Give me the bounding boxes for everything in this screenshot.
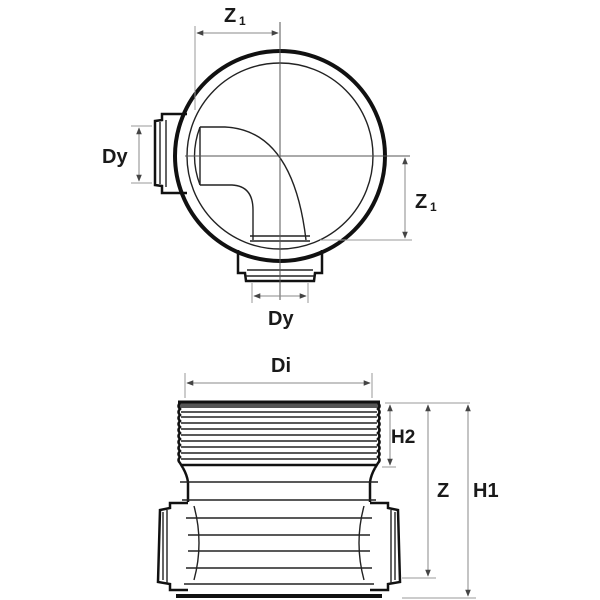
elbow-fitting xyxy=(193,126,310,242)
dimension-dy-bottom: Dy xyxy=(251,283,309,330)
dimension-h1: H1 xyxy=(402,404,499,599)
chamber-body xyxy=(176,467,382,598)
label-z1-top: Z xyxy=(224,5,236,27)
label-dy-left: Dy xyxy=(102,146,128,168)
dimension-h2: H2 xyxy=(382,402,470,468)
dimension-z1-right: Z 1 xyxy=(320,157,437,241)
label-z1-right: Z xyxy=(415,191,427,213)
left-side-socket xyxy=(156,501,188,592)
threaded-neck xyxy=(177,400,381,469)
left-inlet-socket xyxy=(153,112,187,195)
label-z1-right-subscript: 1 xyxy=(430,200,437,214)
top-view: Z 1 Dy Z 1 Dy xyxy=(102,5,437,330)
dimension-di: Di xyxy=(184,355,373,398)
label-z: Z xyxy=(437,480,449,502)
label-h2: H2 xyxy=(391,427,415,448)
label-dy-bottom: Dy xyxy=(268,308,294,330)
dimension-z1-top: Z 1 xyxy=(194,5,279,110)
side-view: Di H2 Z H1 xyxy=(156,355,499,599)
dimension-dy-left: Dy xyxy=(102,125,152,184)
dimension-z: Z xyxy=(402,404,449,579)
label-z1-top-subscript: 1 xyxy=(239,14,246,28)
label-di: Di xyxy=(271,355,291,377)
right-side-socket xyxy=(370,501,402,592)
label-h1: H1 xyxy=(473,480,499,502)
